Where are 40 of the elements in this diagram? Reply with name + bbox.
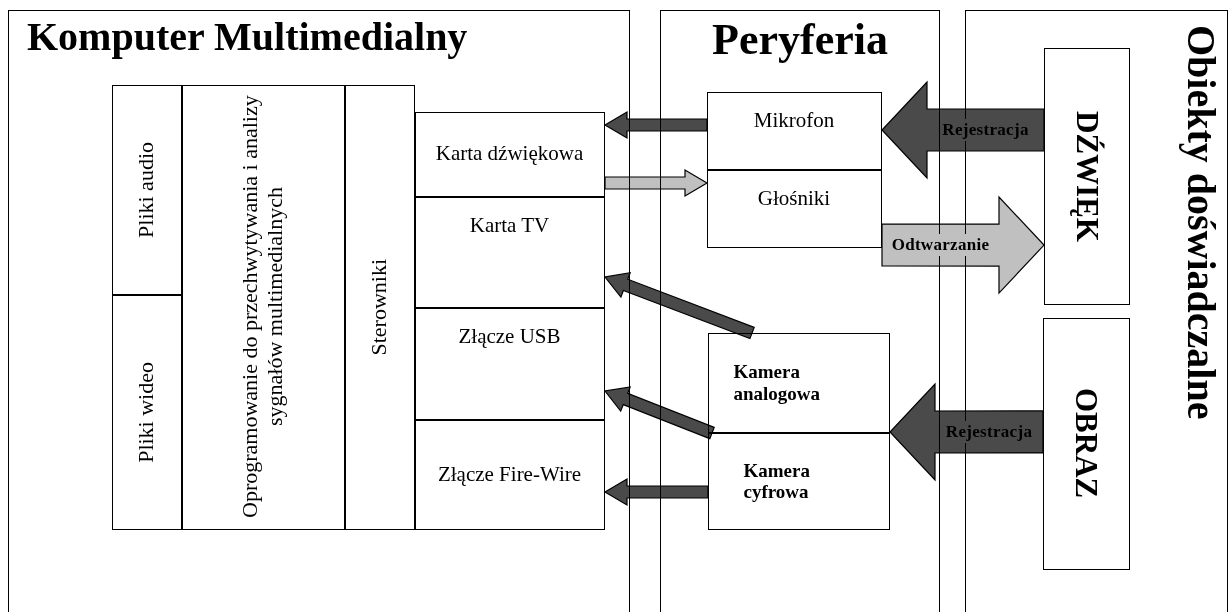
arrow — [604, 168, 709, 198]
box-label: DŹWIĘK — [1069, 110, 1104, 242]
box-label: Sterowniki — [367, 258, 392, 356]
process-box — [111, 294, 182, 530]
edge-label: Odtwarzanie — [889, 234, 992, 257]
process-box — [414, 307, 605, 420]
process-box — [414, 196, 605, 308]
box-label: OBRAZ — [1068, 388, 1104, 499]
object-box — [1042, 317, 1130, 570]
box-label: Kamera cyfrowa — [743, 459, 811, 503]
process-box — [344, 84, 415, 530]
panel — [8, 10, 630, 612]
edge-label: Rejestracja — [940, 118, 1031, 141]
box-label: Głośniki — [757, 186, 831, 210]
box-label: Pliki wideo — [134, 361, 159, 463]
process-box — [414, 111, 605, 197]
arrow — [603, 271, 755, 340]
box-label: Karta dźwiękowa — [435, 142, 584, 166]
panel-title: Komputer Multimedialny — [27, 15, 468, 60]
box-label: Kamera analogowa — [733, 361, 822, 404]
process-box — [706, 91, 882, 170]
arrow — [603, 477, 709, 507]
process-box — [111, 84, 182, 295]
panel-title: Peryferia — [712, 15, 888, 65]
arrow — [603, 386, 715, 440]
object-box — [1043, 47, 1130, 305]
device-box — [707, 332, 890, 433]
process-box — [414, 419, 605, 530]
box-label: Złącze USB — [458, 324, 561, 348]
box-label: Karta TV — [469, 213, 550, 237]
box-label: Oprogramowanie do przechwytywania i analizy sygnałów multimedialnych — [238, 94, 288, 521]
box-label: Mikrofon — [753, 108, 835, 132]
edge-label: Rejestracja — [943, 420, 1035, 443]
box-label: Złącze Fire-Wire — [437, 462, 582, 487]
arrow — [603, 110, 708, 140]
box-label: Pliki audio — [134, 141, 159, 238]
process-box — [181, 84, 345, 530]
process-box — [706, 169, 882, 248]
device-box — [707, 432, 890, 530]
panel-title: Obiekty doświadczalne — [1178, 25, 1223, 420]
